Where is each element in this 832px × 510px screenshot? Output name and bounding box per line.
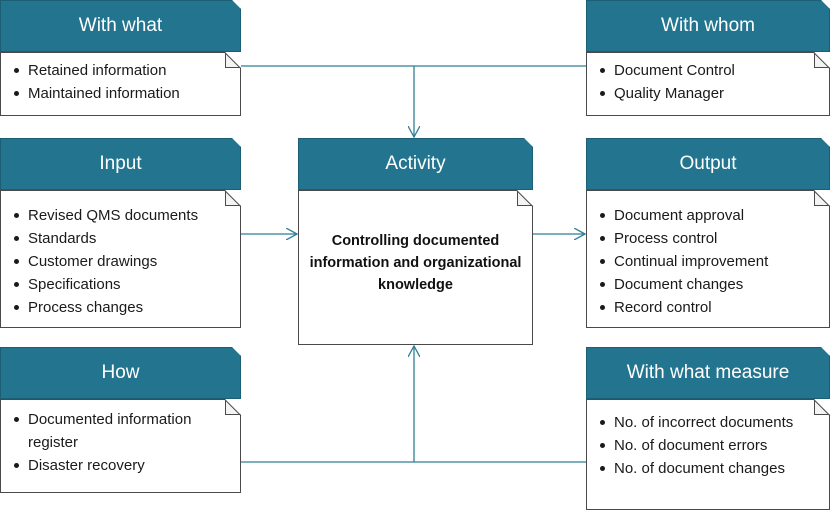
- list-item: Process control: [600, 227, 822, 250]
- with-whom-body: [586, 52, 830, 116]
- list-item: No. of document errors: [600, 434, 806, 457]
- with-what-title: With what: [0, 0, 241, 52]
- with-whom-list: Document Control Quality Manager: [600, 59, 822, 105]
- how-body: [0, 399, 241, 493]
- input-body: [0, 190, 241, 328]
- with-what-card: With what Retained information Maintaine…: [0, 0, 242, 116]
- with-whom-title: With whom: [586, 0, 830, 52]
- list-item: Disaster recovery: [14, 454, 219, 477]
- input-list: Revised QMS documents Standards Customer…: [14, 204, 233, 319]
- output-title: Output: [586, 138, 830, 190]
- with-what-list: Retained information Maintained informat…: [14, 59, 233, 105]
- output-body: [586, 190, 830, 328]
- how-title: How: [0, 347, 241, 399]
- list-item: Document Control: [600, 59, 822, 82]
- with-what-measure-title: With what measure: [586, 347, 830, 399]
- activity-body: [298, 190, 533, 345]
- with-what-measure-card: With what measure No. of incorrect docum…: [586, 347, 831, 510]
- activity-card: Activity Controlling documented informat…: [298, 138, 534, 345]
- list-item: Record control: [600, 296, 822, 319]
- list-item: No. of document changes: [600, 457, 806, 480]
- with-what-body: [0, 52, 241, 116]
- activity-description: Controlling documented information and o…: [309, 233, 522, 293]
- with-what-measure-list: No. of incorrect documents No. of docume…: [600, 411, 806, 480]
- with-what-measure-body: [586, 399, 830, 510]
- list-item: Maintained information: [14, 82, 233, 105]
- input-title: Input: [0, 138, 241, 190]
- list-item: Quality Manager: [600, 82, 822, 105]
- list-item: Document approval: [600, 204, 822, 227]
- activity-title: Activity: [298, 138, 533, 190]
- list-item: Specifications: [14, 273, 233, 296]
- list-item: Continual improvement: [600, 250, 822, 273]
- with-whom-card: With whom Document Control Quality Manag…: [586, 0, 831, 116]
- list-item: Standards: [14, 227, 233, 250]
- list-item: Revised QMS documents: [14, 204, 233, 227]
- list-item: Process changes: [14, 296, 233, 319]
- list-item: Retained information: [14, 59, 233, 82]
- how-card: How Documented information register Disa…: [0, 347, 242, 493]
- list-item: Document changes: [600, 273, 822, 296]
- input-card: Input Revised QMS documents Standards Cu…: [0, 138, 242, 328]
- output-card: Output Document approval Process control…: [586, 138, 831, 328]
- list-item: Documented information register: [14, 408, 219, 454]
- how-list: Documented information register Disaster…: [14, 408, 219, 477]
- list-item: No. of incorrect documents: [600, 411, 806, 434]
- output-list: Document approval Process control Contin…: [600, 204, 822, 319]
- list-item: Customer drawings: [14, 250, 233, 273]
